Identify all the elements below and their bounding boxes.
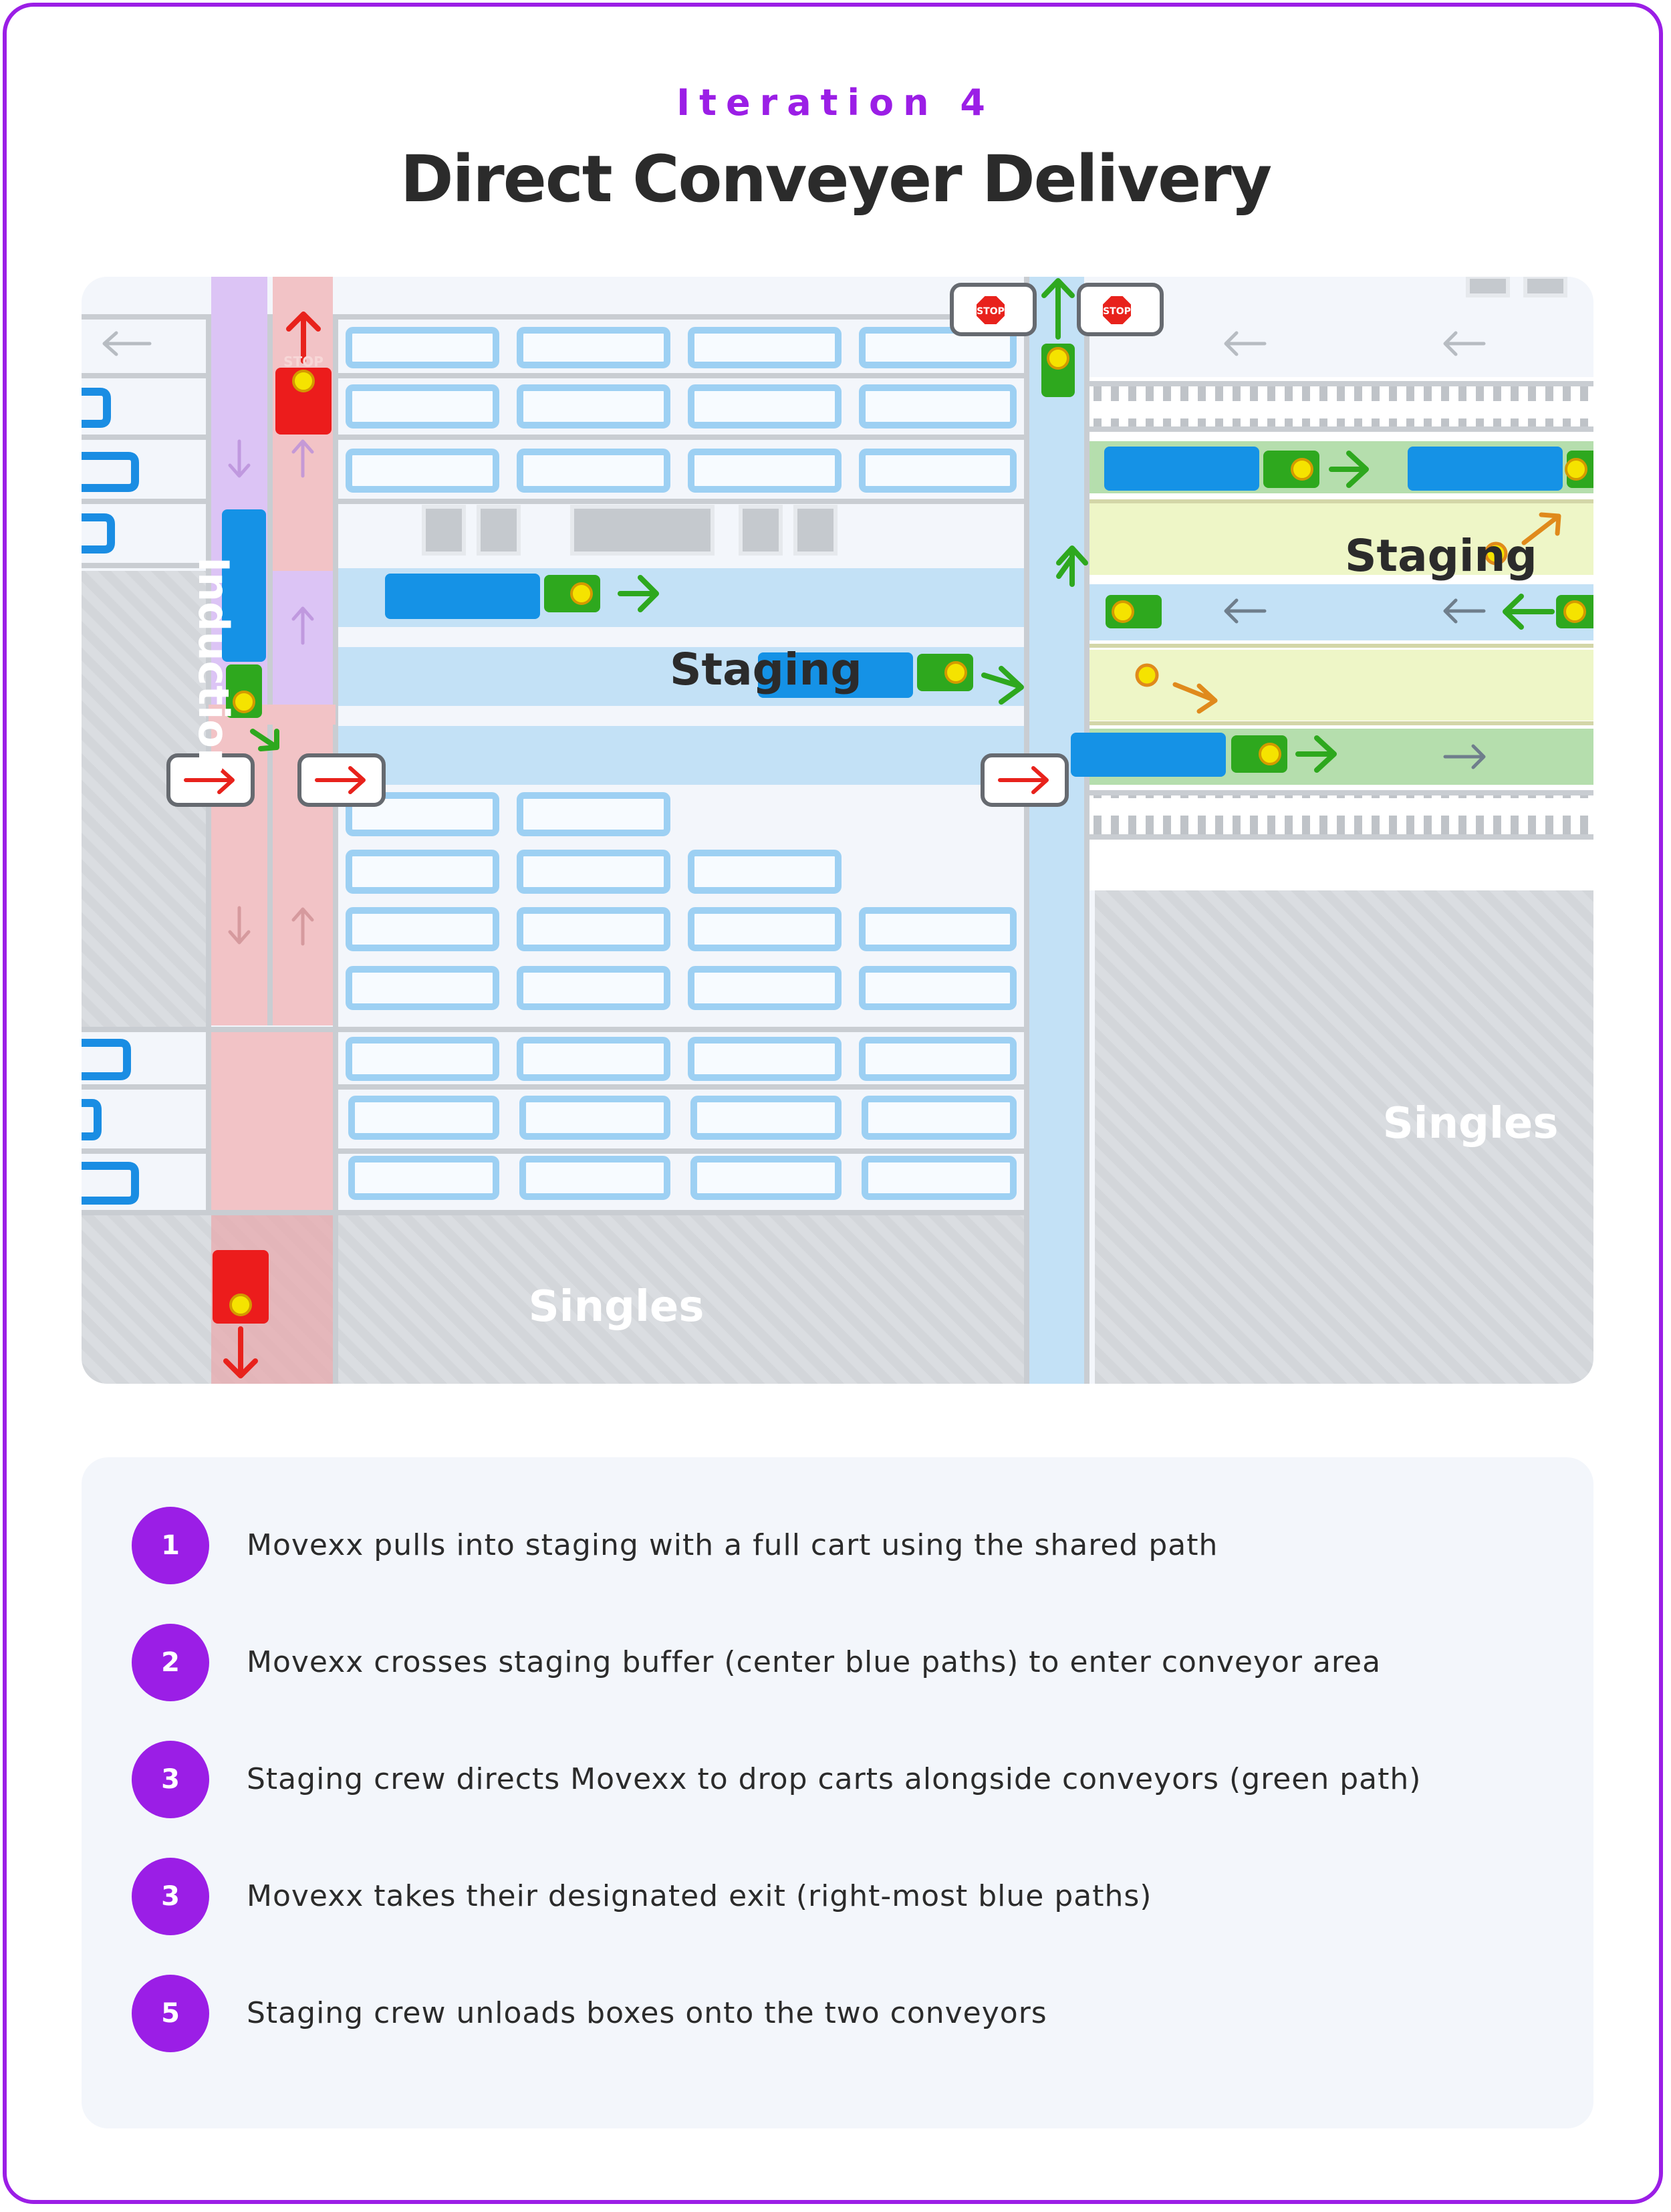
cart <box>1556 595 1593 628</box>
iteration-label: Iteration 4 <box>676 82 995 124</box>
movexx-vehicle <box>1408 447 1563 491</box>
svg-text:STOP: STOP <box>977 306 1005 317</box>
exit-path-vertical <box>1029 277 1084 1384</box>
staging-label-center: Staging <box>670 644 862 695</box>
page-title: Direct Conveyer Delivery <box>400 142 1272 217</box>
step-item: 3 Movexx takes their designated exit (ri… <box>132 1858 1569 1935</box>
floor-plan-diagram: STOP STOP STOP Staging Staging Induction… <box>82 277 1593 1384</box>
red-cart <box>213 1250 269 1324</box>
svg-text:STOP: STOP <box>1103 306 1131 317</box>
red-cart <box>275 368 332 435</box>
step-text: Movexx pulls into staging with a full ca… <box>247 1528 1218 1562</box>
step-number-badge: 1 <box>132 1507 209 1584</box>
svg-text:STOP: STOP <box>283 354 324 370</box>
conveyor-bottom <box>1089 793 1593 837</box>
cart <box>1565 451 1593 488</box>
step-number-badge: 3 <box>132 1741 209 1818</box>
step-item: 3 Staging crew directs Movexx to drop ca… <box>132 1741 1569 1818</box>
singles-label-left: Singles <box>529 1282 704 1332</box>
cart <box>544 575 600 612</box>
movexx-vehicle <box>1071 733 1226 777</box>
cart <box>1231 735 1287 773</box>
conveyor-top <box>1089 384 1593 428</box>
staging-crew-marker <box>1135 541 1508 687</box>
movexx-vehicle <box>385 574 540 619</box>
step-text: Staging crew directs Movexx to drop cart… <box>247 1762 1422 1796</box>
steps-legend: 1 Movexx pulls into staging with a full … <box>82 1457 1593 2128</box>
step-number-badge: 2 <box>132 1624 209 1701</box>
movexx-vehicle <box>222 509 266 662</box>
singles-label-right: Singles <box>1383 1099 1559 1148</box>
step-number-badge: 5 <box>132 1975 209 2052</box>
staging-label-right: Staging <box>1345 530 1537 582</box>
step-item: 1 Movexx pulls into staging with a full … <box>132 1507 1569 1584</box>
step-item: 2 Movexx crosses staging buffer (center … <box>132 1624 1569 1701</box>
step-text: Staging crew unloads boxes onto the two … <box>247 1996 1047 2030</box>
step-item: 5 Staging crew unloads boxes onto the tw… <box>132 1975 1569 2052</box>
direction-sign <box>981 753 1069 807</box>
green-path-arrows <box>250 278 1555 773</box>
movexx-vehicle <box>758 652 913 698</box>
cart <box>1041 344 1075 397</box>
cart <box>226 664 262 718</box>
singles-area-right <box>1095 890 1593 1384</box>
step-text: Movexx crosses staging buffer (center bl… <box>247 1645 1382 1679</box>
rack-slots <box>346 327 1017 1200</box>
movexx-vehicle <box>1104 447 1259 491</box>
stop-sign-right: STOP <box>1077 283 1164 336</box>
cart <box>1106 595 1162 628</box>
stop-sign-left: STOP <box>950 283 1037 336</box>
cart <box>917 654 973 691</box>
direction-sign <box>166 753 255 807</box>
step-number-badge: 3 <box>132 1858 209 1935</box>
cart <box>1263 451 1319 488</box>
induction-label: Induction <box>189 557 238 777</box>
direction-sign <box>297 753 386 807</box>
step-text: Movexx takes their designated exit (righ… <box>247 1879 1152 1913</box>
